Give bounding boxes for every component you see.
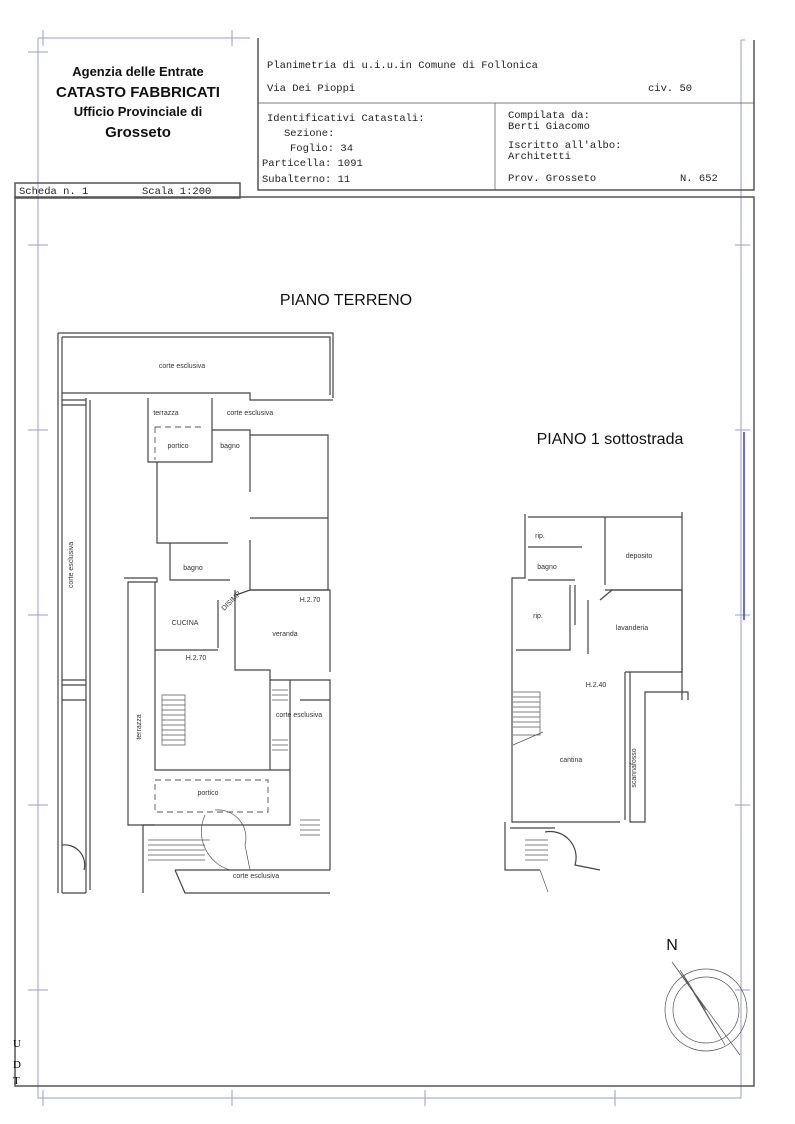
room-label: lavanderia: [616, 625, 648, 632]
plan-title: Planimetria di u.i.u.in Comune di Follon…: [267, 60, 538, 72]
agency-name: Agenzia delle Entrate: [72, 64, 203, 79]
room-label: bagno: [537, 564, 557, 571]
office-city: Grosseto: [105, 124, 171, 141]
office-name: Ufficio Provinciale di: [74, 104, 203, 119]
room-label: bagno: [220, 443, 240, 450]
room-label: CUCINA: [172, 620, 199, 627]
room-label: DISIMP.: [221, 590, 244, 613]
room-label: corte esclusiva: [233, 873, 279, 880]
margin-letter: T: [13, 1075, 20, 1087]
height-label: H.2.70: [186, 655, 207, 662]
margin-letter: U: [13, 1038, 21, 1050]
registry-name: CATASTO FABBRICATI: [56, 84, 220, 101]
ground-floor-labels: corte esclusiva terrazza corte esclusiva…: [68, 363, 322, 880]
room-label: corte esclusiva: [68, 542, 75, 588]
register: Architetti: [508, 151, 571, 163]
province: Prov. Grosseto: [508, 173, 596, 185]
room-label: rip.: [533, 613, 543, 620]
basement-plan: [504, 512, 689, 893]
height-label: H.2.40: [586, 682, 607, 689]
civic-number: civ. 50: [648, 83, 692, 95]
room-label: veranda: [272, 631, 297, 638]
title-block: [14, 38, 755, 1087]
foglio: Foglio: 34: [290, 143, 353, 155]
compiled-by: Berti Giacomo: [508, 121, 590, 133]
room-label: deposito: [626, 553, 653, 560]
room-label: terrazza: [153, 410, 178, 417]
margin-letter: D: [13, 1059, 21, 1071]
room-label: scannafosso: [631, 748, 638, 787]
sezione: Sezione:: [284, 128, 334, 140]
ground-floor-plan: [57, 332, 334, 894]
registration-number: N. 652: [680, 173, 718, 185]
address: Via Dei Pioppi: [267, 83, 355, 95]
identifiers-title: Identificativi Catastali:: [267, 113, 425, 125]
register-label: Iscritto all'albo:: [508, 140, 621, 152]
sheet-number: Scheda n. 1: [19, 186, 88, 198]
compiled-by-label: Compilata da:: [508, 110, 590, 122]
height-label: H.2.70: [300, 597, 321, 604]
room-label: corte esclusiva: [276, 712, 322, 719]
ground-floor-title: PIANO TERRENO: [280, 292, 412, 309]
room-label: terrazza: [136, 714, 143, 739]
room-label: corte esclusiva: [159, 363, 205, 370]
north-arrow-icon: [664, 961, 748, 1056]
room-label: corte esclusiva: [227, 410, 273, 417]
room-label: bagno: [183, 565, 203, 572]
subalterno: Subalterno: 11: [262, 174, 350, 186]
room-label: cantina: [560, 757, 583, 764]
guide-lines: [28, 30, 750, 1106]
scale: Scala 1:200: [142, 186, 211, 198]
north-label: N: [666, 937, 678, 954]
basement-labels: rip. bagno deposito rip. lavanderia H.2.…: [533, 533, 652, 788]
room-label: rip.: [535, 533, 545, 540]
room-label: portico: [167, 443, 188, 450]
particella: Particella: 1091: [262, 158, 363, 170]
basement-title: PIANO 1 sottostrada: [537, 431, 684, 448]
room-label: portico: [197, 790, 218, 797]
